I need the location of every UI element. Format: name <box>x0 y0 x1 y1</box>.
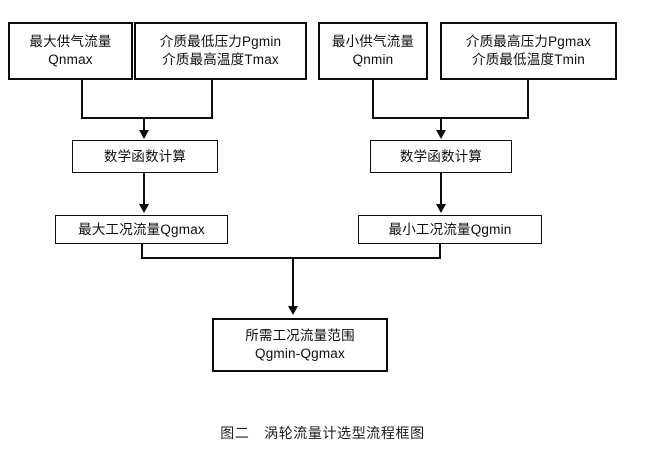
node-medium-max-pressure-min-temp-line1: 介质最高压力Pgmax <box>465 34 592 50</box>
arrowhead-calc-left-to-qgmax <box>139 204 149 213</box>
node-medium-max-pressure-min-temp: 介质最高压力Pgmax 介质最低温度Tmin <box>440 22 617 80</box>
connector-max-supply-flow-down <box>81 80 83 119</box>
node-required-flow-range-line1: 所需工况流量范围 <box>245 328 355 344</box>
node-min-supply-flow: 最小供气流量 Qnmin <box>318 22 428 80</box>
connector-bottom-merge-to-result <box>292 257 294 307</box>
node-medium-max-pressure-min-temp-line2: 介质最低温度Tmin <box>472 52 585 67</box>
node-medium-min-pressure-max-temp-line2: 介质最高温度Tmax <box>162 52 279 67</box>
node-math-calc-left-line1: 数学函数计算 <box>103 148 187 164</box>
node-required-flow-range-line2: Qgmin-Qgmax <box>255 346 345 361</box>
node-math-calc-left: 数学函数计算 <box>72 140 218 173</box>
connector-right-merge-to-calc <box>440 117 442 131</box>
node-required-flow-range: 所需工况流量范围 Qgmin-Qgmax <box>212 318 388 372</box>
connector-left-merge-bar <box>81 117 213 119</box>
node-medium-min-pressure-max-temp-line1: 介质最低压力Pgmin <box>159 34 282 50</box>
connector-min-supply-flow-down <box>372 80 374 119</box>
node-math-calc-right-line1: 数学函数计算 <box>399 148 483 164</box>
arrowhead-right-merge-to-calc <box>436 130 446 139</box>
node-max-working-flow-line1: 最大工况流量Qgmax <box>78 221 205 237</box>
node-min-working-flow-line1: 最小工况流量Qgmin <box>388 221 512 237</box>
node-medium-min-pressure-max-temp: 介质最低压力Pgmin 介质最高温度Tmax <box>134 22 307 80</box>
connector-medium-min-pressure-down <box>211 80 213 119</box>
node-max-supply-flow-line1: 最大供气流量 <box>29 34 112 50</box>
connector-medium-max-pressure-down <box>527 80 529 119</box>
figure-caption: 图二 涡轮流量计选型流程框图 <box>220 425 425 441</box>
arrowhead-calc-right-to-qgmin <box>436 204 446 213</box>
connector-qgmax-down <box>141 244 143 259</box>
node-min-supply-flow-line1: 最小供气流量 <box>331 34 415 50</box>
node-max-working-flow: 最大工况流量Qgmax <box>55 215 228 244</box>
node-math-calc-right: 数学函数计算 <box>370 140 512 173</box>
connector-left-merge-to-calc <box>143 117 145 131</box>
arrowhead-bottom-merge-to-result <box>288 306 298 315</box>
node-max-supply-flow-line2: Qnmax <box>48 52 93 67</box>
node-min-working-flow: 最小工况流量Qgmin <box>358 215 542 244</box>
connector-calc-right-to-qgmin <box>440 173 442 205</box>
node-min-supply-flow-line2: Qnmin <box>352 52 394 67</box>
arrowhead-left-merge-to-calc <box>139 130 149 139</box>
connector-right-merge-bar <box>372 117 529 119</box>
connector-bottom-merge-bar <box>141 257 441 259</box>
connector-qgmin-down <box>439 244 441 259</box>
connector-calc-left-to-qgmax <box>143 173 145 205</box>
node-max-supply-flow: 最大供气流量 Qnmax <box>8 22 133 80</box>
